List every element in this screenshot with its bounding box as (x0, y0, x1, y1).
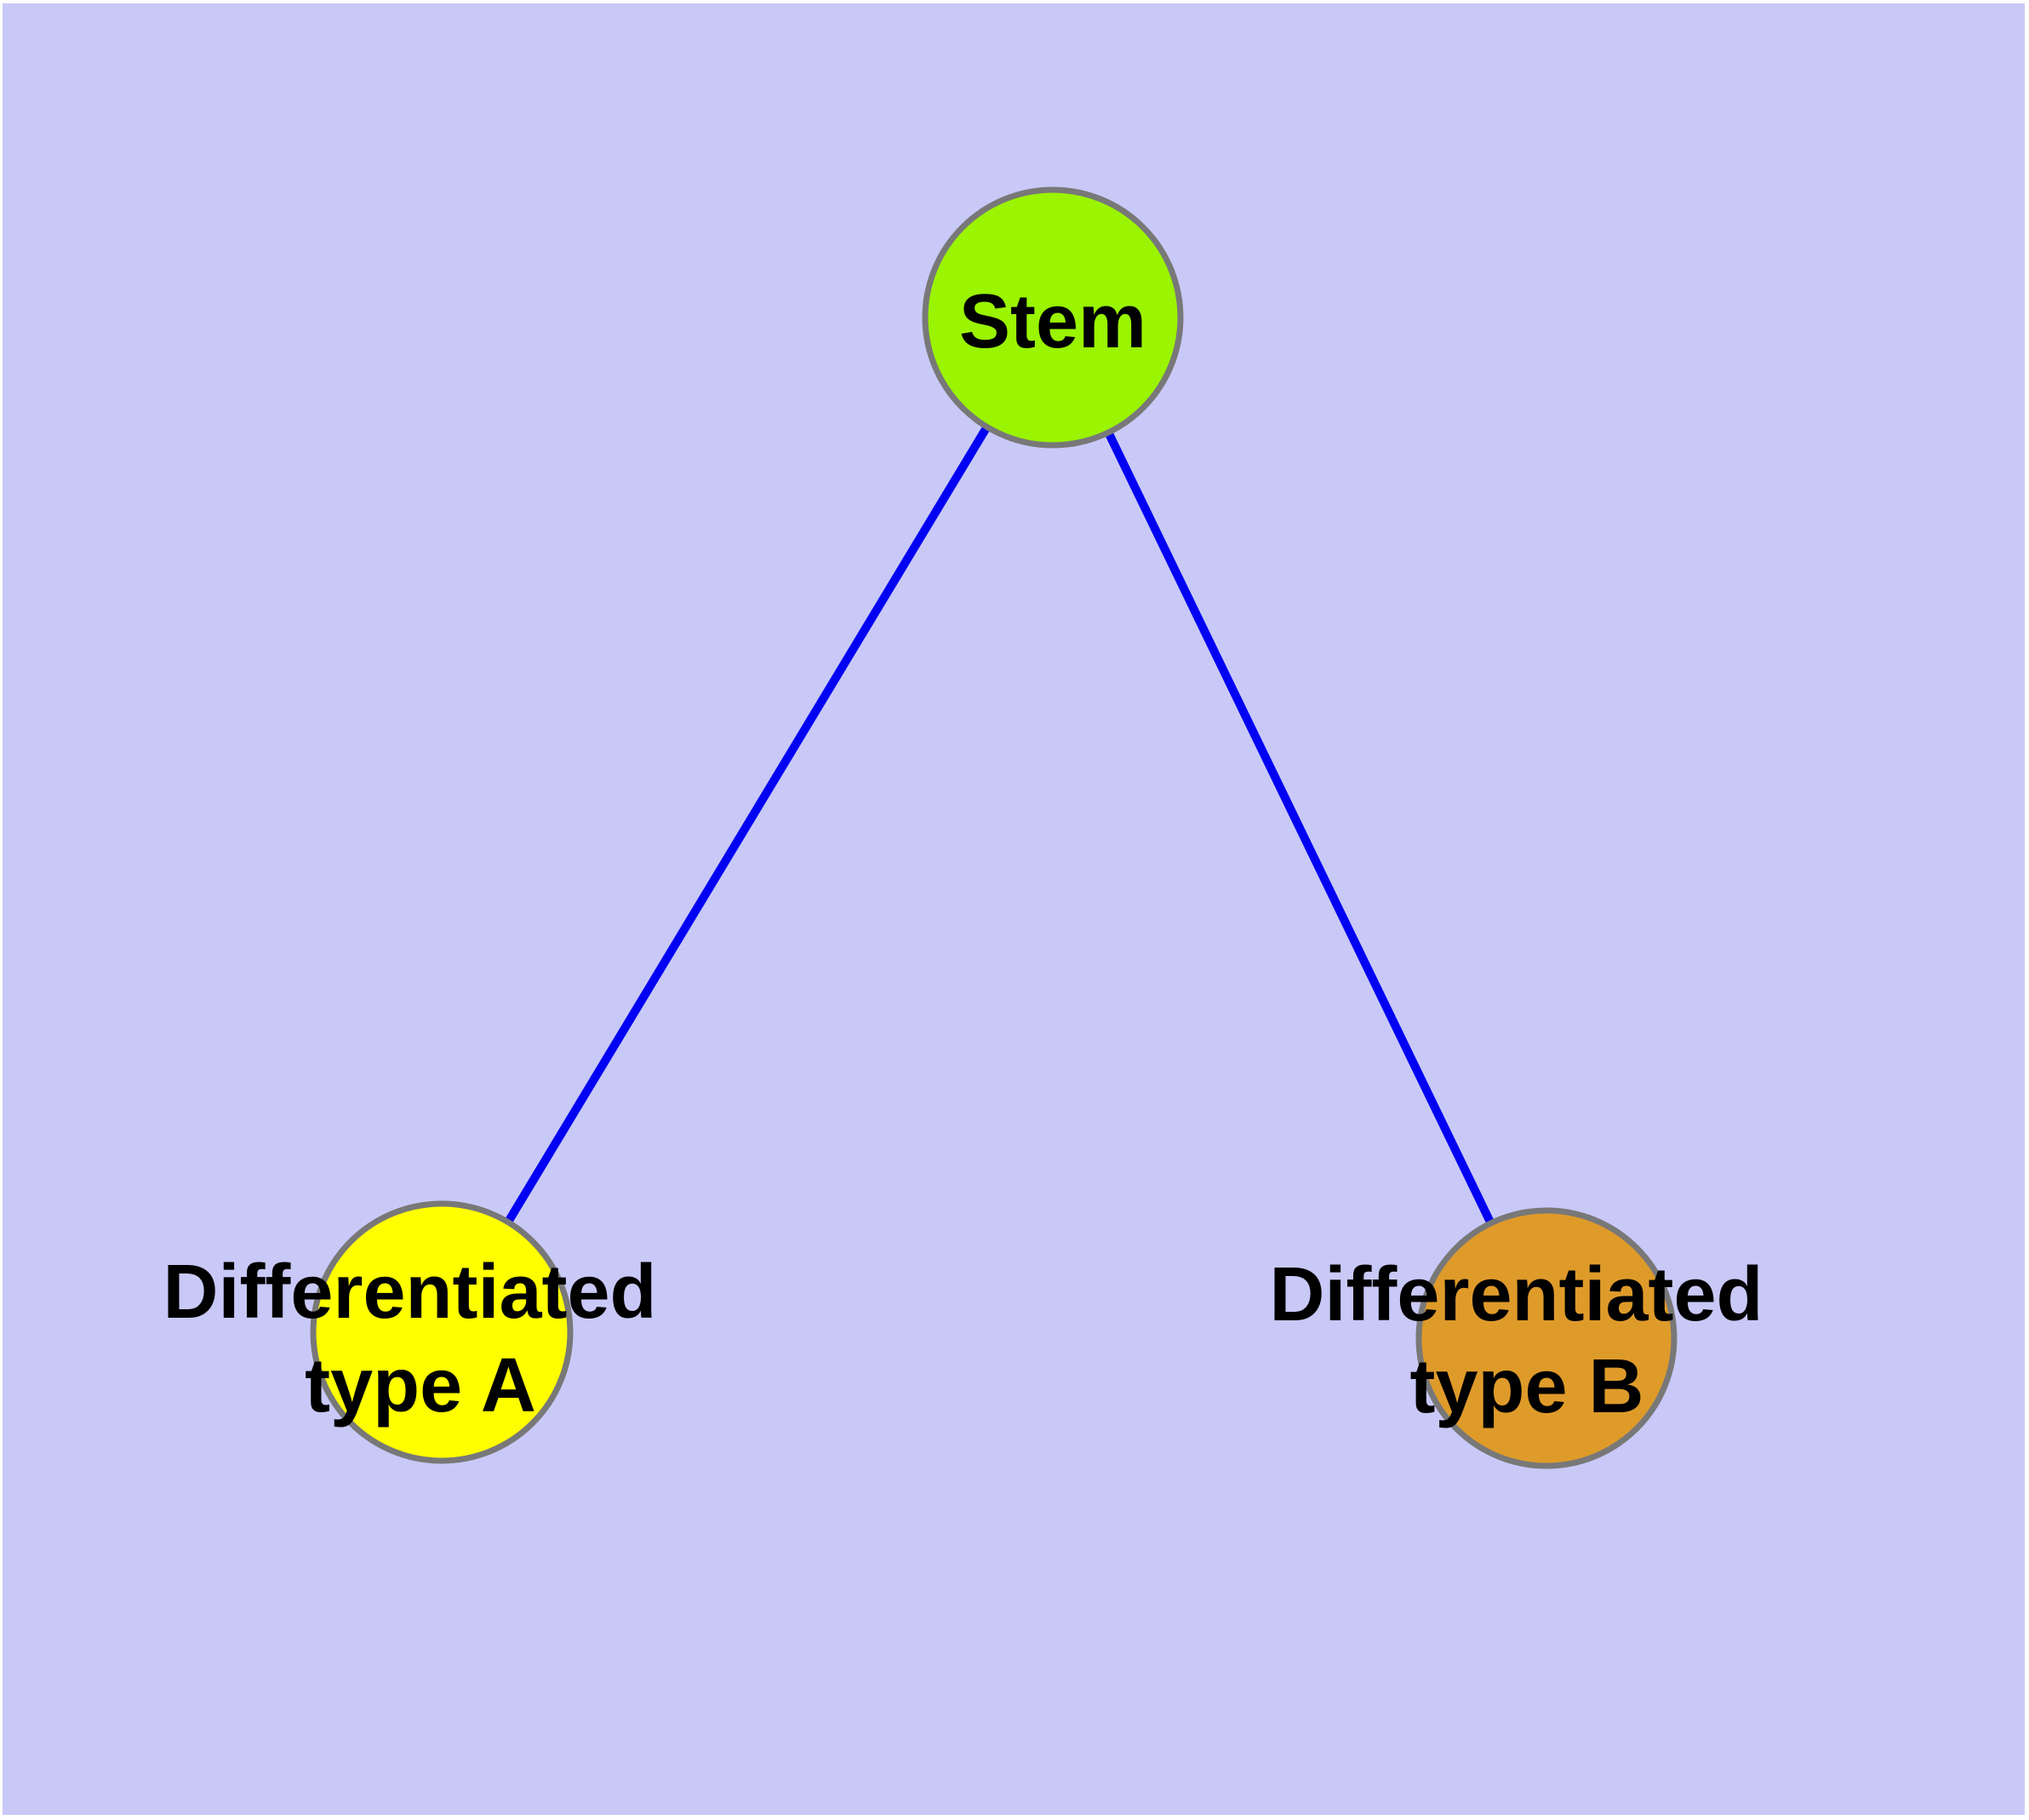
node-label-type-a-line2: type A (305, 1343, 536, 1428)
node-label-type-a-line1: Differentiated (163, 1250, 656, 1335)
edge-stem-to-type-b (1049, 315, 1551, 1341)
node-label-type-b: Differentiated type B (1269, 1252, 1784, 1429)
node-label-type-b-line2: type B (1409, 1344, 1643, 1429)
edge-stem-to-type-a (437, 315, 1057, 1335)
node-label-type-b-line1: Differentiated (1269, 1252, 1763, 1337)
node-label-type-a: Differentiated type A (163, 1250, 677, 1428)
node-stem-circle (922, 186, 1184, 449)
node-label-stem: Stem (959, 279, 1146, 364)
node-type-b-circle (1415, 1207, 1677, 1469)
node-type-a-circle (310, 1200, 574, 1464)
